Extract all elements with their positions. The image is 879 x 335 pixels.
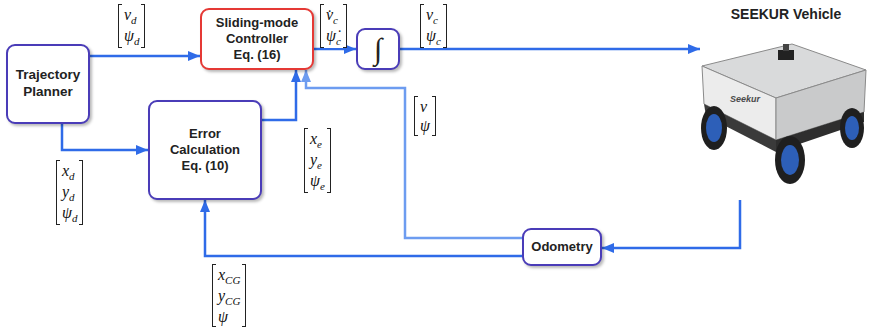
controller-box: Sliding-mode Controller Eq. (16): [200, 8, 314, 70]
signal-arrow: [62, 124, 148, 150]
signal-arrow: [306, 70, 522, 238]
matrix-bracket: [414, 96, 418, 136]
front-left-wheel: [701, 106, 727, 150]
vector-entry: ψ̇c: [326, 26, 341, 47]
vector-entry: xd: [62, 161, 77, 182]
signal-arrow: [314, 48, 356, 51]
robot-body: [702, 44, 866, 152]
hub: [781, 145, 799, 175]
matrix-bracket: [320, 4, 324, 48]
vehicle: SEEKUR VehicleSeekur: [700, 4, 872, 200]
matrix-bracket: [56, 160, 60, 225]
vector-entry: ψc: [426, 26, 441, 47]
signal-arrow: [400, 48, 700, 51]
matrix-bracket: [420, 4, 424, 48]
matrix-bracket: [79, 160, 83, 225]
vector-entry: vd: [124, 5, 139, 26]
signal-vector: v ψ: [414, 96, 436, 136]
vector-entry: xe: [310, 129, 325, 150]
matrix-bracket: [443, 4, 447, 48]
vector-entry: v̇c: [326, 5, 341, 26]
integral-symbol: ∫: [374, 34, 382, 64]
signal-arrow: [602, 200, 740, 248]
block-name: Error Calculation Eq. (10): [169, 126, 242, 175]
vehicle-logo: Seekur: [730, 94, 760, 105]
matrix-bracket: [327, 128, 331, 193]
matrix-bracket: [118, 4, 122, 48]
signal-vector: v̇c ψ̇c: [320, 4, 347, 48]
block-name: Odometry: [531, 239, 592, 255]
vector-entry: yd: [62, 182, 77, 203]
vector-entry: ψ: [218, 307, 240, 326]
vector-entry: ψ: [420, 116, 430, 135]
vehicle-title: SEEKUR Vehicle: [731, 6, 842, 24]
vector-entry: ψe: [310, 171, 325, 192]
matrix-bracket: [242, 264, 246, 327]
process-box: Error Calculation Eq. (10): [148, 100, 262, 200]
vector-entry: vc: [426, 5, 441, 26]
signal-vector: xCG yCG ψ: [212, 264, 246, 327]
signal-arrow: [262, 70, 296, 120]
signal-vector: vc ψc: [420, 4, 447, 48]
matrix-bracket: [141, 4, 145, 48]
integrator-box: ∫: [356, 28, 400, 70]
front-right-wheel: [775, 136, 805, 184]
signal-vector: xe ye ψe: [304, 128, 331, 193]
tire: [840, 108, 864, 148]
matrix-bracket: [432, 96, 436, 136]
rear-right-wheel: [840, 108, 864, 148]
sensor: [778, 50, 794, 60]
matrix-bracket: [212, 264, 216, 327]
process-box: Trajectory Planner: [6, 44, 90, 124]
sensor-mast: [783, 44, 789, 51]
vector-entry: ye: [310, 150, 325, 171]
process-box: Odometry: [522, 228, 602, 266]
vector-entry: v: [420, 97, 430, 116]
matrix-bracket: [304, 128, 308, 193]
hub: [706, 114, 722, 142]
vector-entry: ψd: [62, 203, 77, 224]
signal-arrow: [205, 200, 522, 256]
vector-entry: yCG: [218, 286, 240, 307]
hub: [845, 116, 859, 140]
vector-entry: ψd: [124, 26, 139, 47]
block-name: Trajectory Planner: [15, 67, 82, 101]
signal-vector: xd yd ψd: [56, 160, 83, 225]
matrix-bracket: [343, 4, 347, 48]
vector-entry: xCG: [218, 265, 240, 286]
signal-arrow: [90, 55, 200, 58]
block-name: Sliding-mode Controller Eq. (16): [215, 15, 300, 64]
tire: [775, 136, 805, 184]
tire: [701, 106, 727, 150]
signal-vector: vd ψd: [118, 4, 145, 48]
